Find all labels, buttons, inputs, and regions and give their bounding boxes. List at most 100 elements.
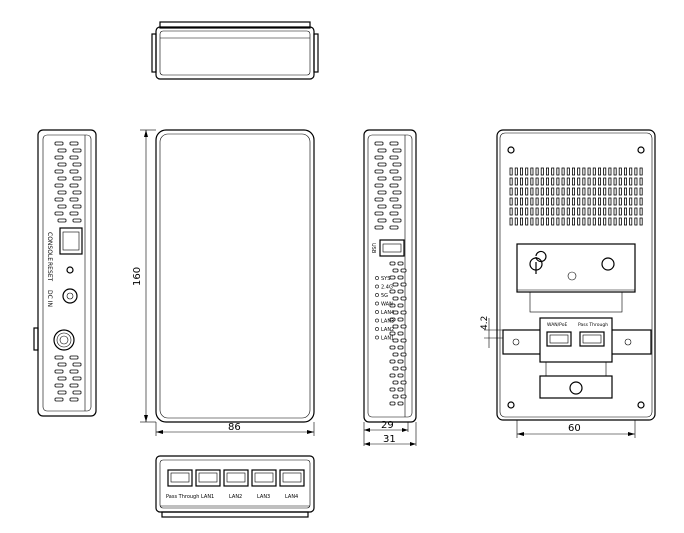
rj45-port — [167, 469, 193, 487]
vent-slot — [561, 187, 565, 196]
vent-slot — [598, 167, 602, 176]
vent-slot — [587, 217, 591, 226]
vent-slot — [509, 197, 513, 206]
vent-slot — [613, 197, 617, 206]
vent-slot — [618, 167, 622, 176]
depth-31-dimension: 31 — [383, 434, 396, 445]
vent-slot — [392, 394, 399, 399]
vent-slot — [392, 282, 399, 287]
vent-slot — [540, 177, 544, 186]
vent-slot — [624, 207, 628, 216]
led-label: LAN2 — [381, 327, 394, 333]
vent-slot — [392, 218, 402, 223]
vent-slot — [57, 176, 67, 181]
vent-slot — [592, 167, 596, 176]
rj45-port-inner — [198, 472, 218, 483]
vent-slot — [54, 155, 64, 160]
vent-slot — [72, 362, 82, 367]
vent-slot — [577, 187, 581, 196]
vent-slot — [639, 167, 643, 176]
vent-slot — [546, 197, 550, 206]
vent-slot — [613, 207, 617, 216]
vent-slot — [54, 141, 64, 146]
vent-slot — [582, 207, 586, 216]
offset-dimension: 4.2 — [480, 316, 490, 330]
vent-slot — [577, 207, 581, 216]
left-side-view: CONSOLE RESET DC IN — [33, 129, 97, 417]
led-indicator-icon — [375, 335, 379, 340]
vent-slot — [608, 167, 612, 176]
vent-slot — [72, 176, 82, 181]
vent-slot — [69, 397, 79, 402]
vent-slot — [613, 167, 617, 176]
vent-slot — [572, 177, 576, 186]
vent-slot — [392, 296, 399, 301]
pass-through-label: Pass Through — [578, 322, 608, 328]
port-label: Pass Through — [166, 494, 199, 500]
vent-slot — [400, 296, 407, 301]
vent-slot — [572, 217, 576, 226]
vent-slot — [57, 376, 67, 381]
vent-slot — [624, 197, 628, 206]
vent-slot — [592, 217, 596, 226]
vent-slot — [566, 217, 570, 226]
vent-slot — [624, 167, 628, 176]
vent-slot — [540, 187, 544, 196]
vent-slot — [389, 261, 396, 266]
vent-slot — [540, 207, 544, 216]
vent-slot — [587, 207, 591, 216]
height-dimension: 160 — [132, 267, 143, 286]
vent-slot — [57, 218, 67, 223]
vent-slot — [603, 177, 607, 186]
vent-slot — [72, 204, 82, 209]
vent-slot — [582, 167, 586, 176]
led-label: 5G — [381, 293, 388, 299]
vent-slot — [397, 331, 404, 336]
vent-slot — [400, 310, 407, 315]
vent-slot — [598, 197, 602, 206]
vent-slot — [587, 197, 591, 206]
vent-slot — [598, 177, 602, 186]
vent-slot — [72, 162, 82, 167]
vent-slot — [54, 169, 64, 174]
led-indicator-icon — [375, 301, 379, 306]
vent-slot — [613, 217, 617, 226]
width-dimension: 86 — [228, 422, 241, 433]
vent-slot — [540, 217, 544, 226]
rj45-port-inner — [282, 472, 302, 483]
vent-slot — [530, 187, 534, 196]
vent-slot — [566, 167, 570, 176]
vent-slot — [392, 310, 399, 315]
vent-slot — [520, 177, 524, 186]
vent-slot — [400, 366, 407, 371]
vent-slot — [389, 359, 396, 364]
vent-slot — [392, 176, 402, 181]
vent-slot — [551, 197, 555, 206]
led-label: WAN — [381, 302, 393, 308]
vent-slot — [561, 167, 565, 176]
vent-slot — [377, 218, 387, 223]
vent-slot — [546, 207, 550, 216]
vent-slot — [525, 187, 529, 196]
vent-slot — [389, 373, 396, 378]
vent-slot — [525, 217, 529, 226]
vent-slot — [69, 383, 79, 388]
vent-slot — [535, 167, 539, 176]
vent-slot — [634, 197, 638, 206]
vent-slot — [520, 217, 524, 226]
vent-slot — [572, 187, 576, 196]
vent-slot — [634, 167, 638, 176]
vent-slot — [520, 207, 524, 216]
vent-slot — [572, 167, 576, 176]
vent-slot — [639, 217, 643, 226]
vent-slot — [57, 148, 67, 153]
vent-slot — [566, 197, 570, 206]
vent-slot — [392, 148, 402, 153]
vent-slot — [629, 187, 633, 196]
vent-slot — [530, 217, 534, 226]
vent-slot — [69, 183, 79, 188]
vent-slot — [629, 197, 633, 206]
vent-slot — [374, 225, 384, 230]
port-label: LAN1 — [201, 494, 214, 500]
